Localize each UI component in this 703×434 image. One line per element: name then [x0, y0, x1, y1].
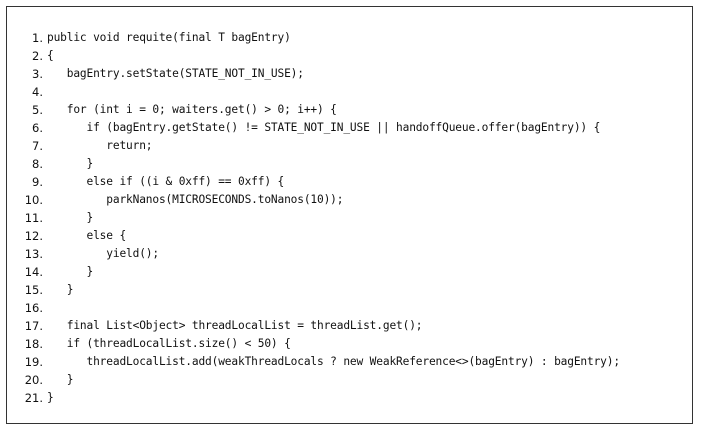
line-text: if (threadLocalList.size() < 50) {: [47, 337, 291, 350]
line-text: }: [47, 265, 94, 278]
line-text: }: [47, 391, 54, 404]
code-line: 5. for (int i = 0; waiters.get() > 0; i+…: [21, 101, 620, 119]
code-line: 4.: [21, 83, 620, 101]
line-number: 1.: [32, 31, 43, 45]
code-line: 7. return;: [21, 137, 620, 155]
code-line: 17. final List<Object> threadLocalList =…: [21, 317, 620, 335]
code-line: 15. }: [21, 281, 620, 299]
code-line: 14. }: [21, 263, 620, 281]
code-line: 11. }: [21, 209, 620, 227]
line-number: 6.: [32, 121, 43, 135]
line-number: 3.: [32, 67, 43, 81]
line-number: 8.: [32, 157, 43, 171]
code-line: 16.: [21, 299, 620, 317]
line-number: 18.: [24, 337, 43, 351]
code-line: 10. parkNanos(MICROSECONDS.toNanos(10));: [21, 191, 620, 209]
line-number: 19.: [24, 355, 43, 369]
line-text: return;: [47, 139, 153, 152]
line-text: {: [47, 49, 54, 62]
code-line: 12. else {: [21, 227, 620, 245]
line-number: 16.: [24, 301, 43, 315]
line-text: }: [47, 373, 74, 386]
code-line: 3. bagEntry.setState(STATE_NOT_IN_USE);: [21, 65, 620, 83]
code-line: 20. }: [21, 371, 620, 389]
line-number: 9.: [32, 175, 43, 189]
code-line: 6. if (bagEntry.getState() != STATE_NOT_…: [21, 119, 620, 137]
line-number: 12.: [24, 229, 43, 243]
code-line: 2. {: [21, 47, 620, 65]
line-text: }: [47, 157, 94, 170]
line-text: }: [47, 283, 74, 296]
line-number: 4.: [32, 85, 43, 99]
code-listing: 1.public void requite(final T bagEntry) …: [21, 29, 620, 407]
code-line: 18. if (threadLocalList.size() < 50) {: [21, 335, 620, 353]
line-number: 17.: [24, 319, 43, 333]
code-line: 19. threadLocalList.add(weakThreadLocals…: [21, 353, 620, 371]
line-number: 20.: [24, 373, 43, 387]
line-text: for (int i = 0; waiters.get() > 0; i++) …: [47, 103, 337, 116]
code-listing-frame: 1.public void requite(final T bagEntry) …: [6, 6, 693, 424]
code-line: 13. yield();: [21, 245, 620, 263]
line-text: parkNanos(MICROSECONDS.toNanos(10));: [47, 193, 344, 206]
line-text: bagEntry.setState(STATE_NOT_IN_USE);: [47, 67, 304, 80]
line-number: 21.: [24, 391, 43, 405]
line-text: else if ((i & 0xff) == 0xff) {: [47, 175, 285, 188]
line-text: threadLocalList.add(weakThreadLocals ? n…: [47, 355, 621, 368]
line-text: final List<Object> threadLocalList = thr…: [47, 319, 423, 332]
line-number: 5.: [32, 103, 43, 117]
line-number: 2.: [32, 49, 43, 63]
line-number: 15.: [24, 283, 43, 297]
line-text: else {: [47, 229, 127, 242]
line-number: 13.: [24, 247, 43, 261]
line-number: 11.: [24, 211, 43, 225]
line-text: public void requite(final T bagEntry): [47, 31, 291, 44]
line-number: 14.: [24, 265, 43, 279]
line-text: if (bagEntry.getState() != STATE_NOT_IN_…: [47, 121, 601, 134]
line-number: 10.: [24, 193, 43, 207]
code-line: 9. else if ((i & 0xff) == 0xff) {: [21, 173, 620, 191]
code-line: 1. public void requite(final T bagEntry): [21, 29, 620, 47]
line-text: yield();: [47, 247, 159, 260]
code-line: 8. }: [21, 155, 620, 173]
line-number: 7.: [32, 139, 43, 153]
code-line: 21.}: [21, 389, 620, 407]
line-text: }: [47, 211, 94, 224]
